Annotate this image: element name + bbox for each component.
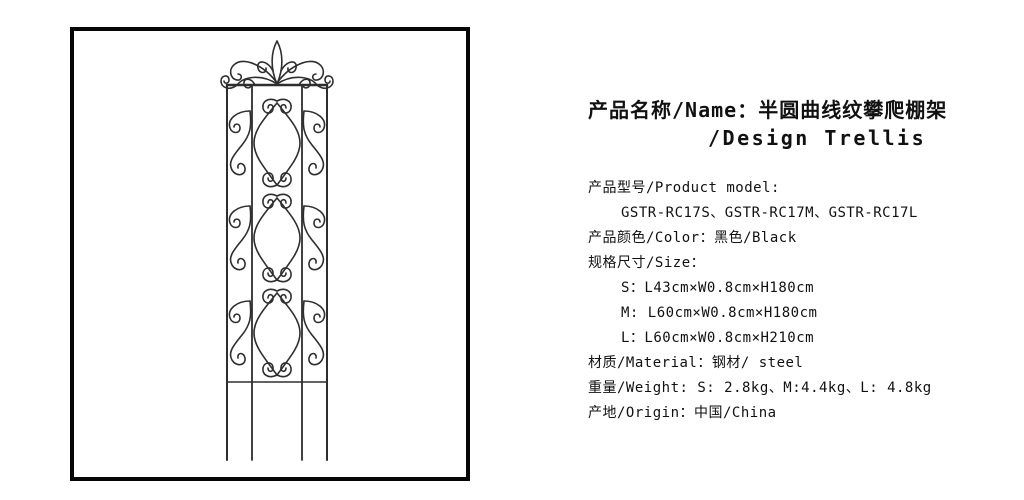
product-title-line1: 产品名称/Name：半圆曲线纹攀爬棚架 [588,98,948,122]
spec-size-label: 规格尺寸/Size： [588,255,706,271]
trellis-crest [220,40,334,90]
product-image-frame [70,27,470,481]
spec-size-l: L：L60cm×W0.8cm×H210cm [621,330,815,346]
product-title: 产品名称/Name：半圆曲线纹攀爬棚架 /Design Trellis [588,96,947,152]
product-spec-list: 产品型号/Product model: GSTR-RC17S、GSTR-RC17… [588,176,932,426]
trellis-scrollwork [229,99,324,376]
spec-size-s: S：L43cm×W0.8cm×H180cm [621,280,815,296]
trellis-structure [225,83,329,461]
spec-material: 材质/Material：钢材/ steel [588,355,804,371]
product-title-line2: /Design Trellis [708,126,927,150]
spec-model-label: 产品型号/Product model: [588,180,780,196]
spec-size-m: M: L60cm×W0.8cm×H180cm [621,305,818,321]
spec-color: 产品颜色/Color：黑色/Black [588,230,797,246]
trellis-drawing [220,40,334,461]
spec-weight: 重量/Weight: S: 2.8kg、M:4.4kg、L: 4.8kg [588,380,932,396]
spec-origin: 产地/Origin：中国/China [588,405,777,421]
spec-model-values: GSTR-RC17S、GSTR-RC17M、GSTR-RC17L [621,205,918,221]
